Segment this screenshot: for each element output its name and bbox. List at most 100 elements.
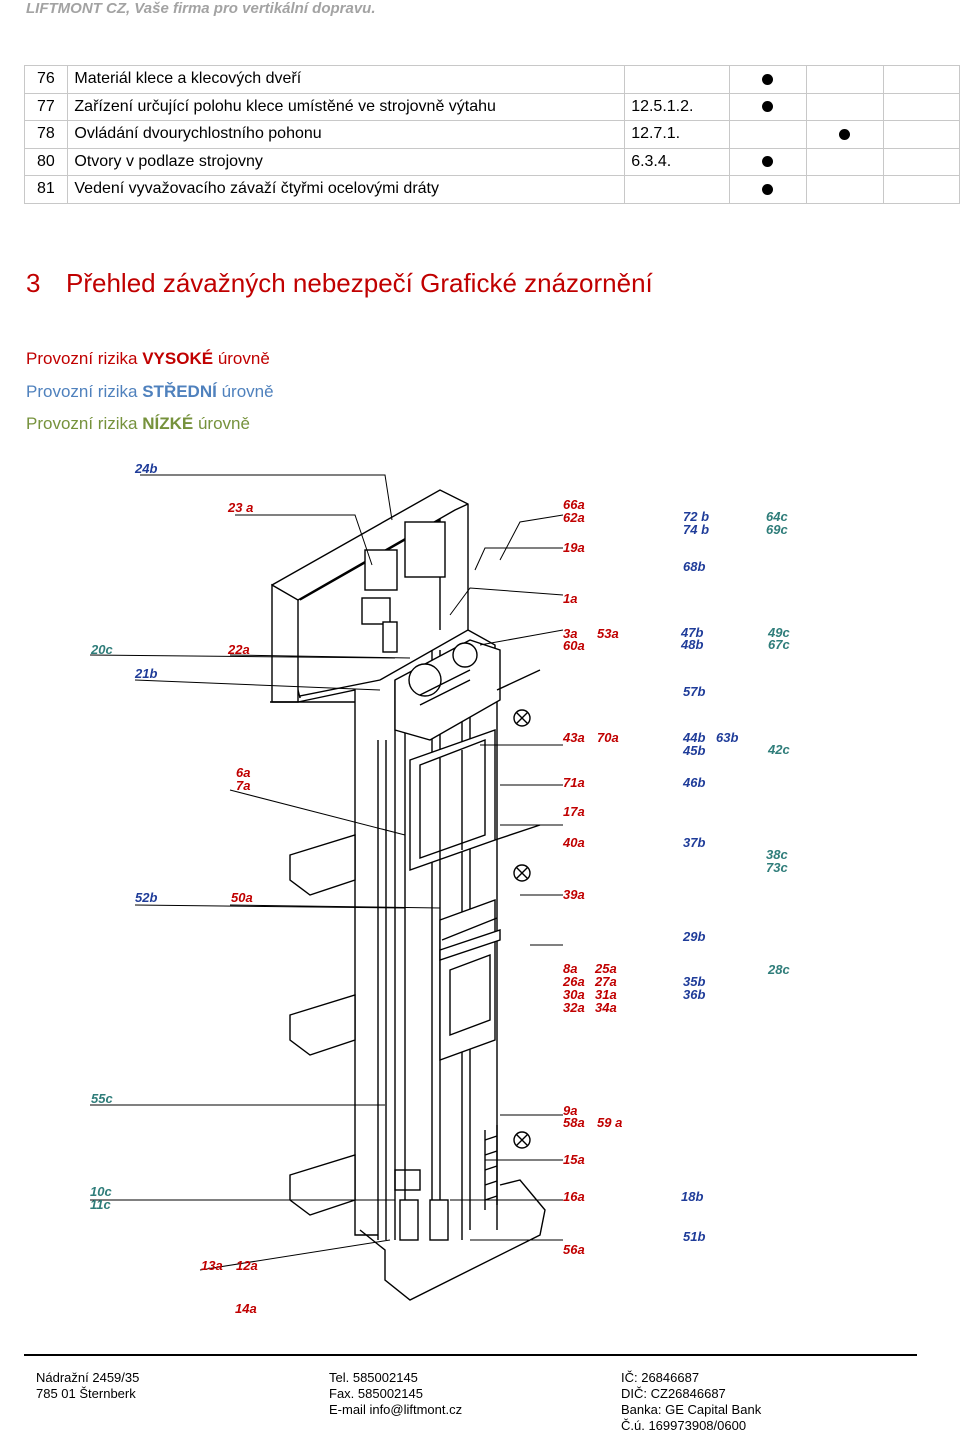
label-40a: 40a [562, 835, 585, 850]
row-description: Otvory v podlaze strojovny [67, 147, 626, 176]
footer-tel: Tel. 585002145 [329, 1370, 418, 1385]
legend-high-level: VYSOKÉ [142, 349, 214, 368]
label-19a: 19a [563, 540, 585, 555]
footer-company-ids: IČ: 26846687 DIČ: CZ26846687 Banka: GE C… [621, 1370, 761, 1433]
legend-low-prefix: Provozní rizika [26, 414, 138, 433]
footer-email: E-mail info@liftmont.cz [329, 1402, 463, 1417]
label-23a: 23 a [227, 500, 253, 515]
label-32a: 32a [563, 1000, 585, 1015]
label-20c: 20c [90, 642, 113, 657]
row-description: Materiál klece a klecových dveří [67, 65, 626, 94]
legend-low: Provozní rizika NÍZKÉ úrovně [26, 414, 250, 434]
mark-cell-1 [728, 147, 807, 176]
label-64c: 64c [766, 509, 788, 524]
row-number: 76 [23, 65, 69, 94]
label-57b: 57b [683, 684, 705, 699]
label-1a: 1a [563, 591, 577, 606]
label-6a: 6a [236, 765, 250, 780]
legend-high-prefix: Provozní rizika [26, 349, 138, 368]
label-48b: 48b [680, 637, 703, 652]
legend-low-suffix: úrovně [197, 414, 250, 433]
legend-mid: Provozní rizika STŘEDNÍ úrovně [26, 382, 274, 402]
label-50a: 50a [231, 890, 253, 905]
label-35b: 35b [683, 974, 705, 989]
label-43a: 43a [562, 730, 585, 745]
mark-cell-3 [882, 92, 960, 121]
row-number: 80 [23, 147, 69, 176]
label-44b: 44b [682, 730, 705, 745]
mark-cell-2 [805, 147, 884, 176]
row-reference: 12.7.1. [624, 120, 730, 149]
label-55c: 55c [91, 1091, 113, 1106]
label-28c: 28c [767, 962, 790, 977]
mark-cell-2 [805, 120, 884, 149]
document-header: LIFTMONT CZ, Vaše firma pro vertikální d… [26, 0, 376, 17]
row-description: Ovládání dvourychlostního pohonu [67, 120, 626, 149]
label-34a: 34a [595, 1000, 617, 1015]
legend-low-level: NÍZKÉ [142, 414, 194, 433]
label-18b: 18b [681, 1189, 703, 1204]
label-21b: 21b [134, 666, 157, 681]
label-27a: 27a [594, 974, 617, 989]
mark-cell-2 [805, 92, 884, 121]
row-reference [624, 65, 730, 94]
label-16a: 16a [563, 1189, 585, 1204]
legend-high: Provozní rizika VYSOKÉ úrovně [26, 349, 270, 369]
label-73c: 73c [766, 860, 788, 875]
label-46b: 46b [682, 775, 705, 790]
label-51b: 51b [683, 1229, 705, 1244]
row-number: 78 [23, 120, 69, 149]
label-60a: 60a [563, 638, 585, 653]
label-3a: 3a [563, 626, 577, 641]
label-39a: 39a [563, 887, 585, 902]
label-74b: 74 b [683, 522, 709, 537]
footer-contact: Tel. 585002145 Fax. 585002145 E-mail inf… [329, 1370, 462, 1418]
label-58a: 58a [563, 1115, 585, 1130]
bullet-icon [762, 73, 774, 85]
mark-cell-3 [882, 120, 960, 149]
mark-cell-1 [728, 175, 807, 204]
mark-cell-1 [728, 120, 807, 149]
label-71a: 71a [563, 775, 585, 790]
row-description: Zařízení určující polohu klece umístěné … [67, 92, 626, 121]
label-47b: 47b [680, 625, 703, 640]
label-12a: 12a [236, 1258, 258, 1273]
label-22a: 22a [227, 642, 250, 657]
row-reference [624, 175, 730, 204]
legend-mid-level: STŘEDNÍ [142, 382, 217, 401]
shaft-drawing [270, 489, 546, 1301]
label-66a: 66a [563, 497, 585, 512]
row-number: 77 [23, 92, 69, 121]
mark-cell-1 [728, 92, 807, 121]
label-13a: 13a [201, 1258, 223, 1273]
label-38c: 38c [766, 847, 788, 862]
label-68b: 68b [683, 559, 705, 574]
label-25a: 25a [594, 961, 617, 976]
footer-street: Nádražní 2459/35 [36, 1370, 140, 1385]
label-67c: 67c [768, 637, 790, 652]
mark-cell-2 [805, 175, 884, 204]
label-69c: 69c [766, 522, 788, 537]
footer-city: 785 01 Šternberk [36, 1386, 136, 1401]
mark-cell-3 [882, 147, 960, 176]
label-53a: 53a [597, 626, 619, 641]
label-31a: 31a [595, 987, 617, 1002]
footer-account: Č.ú. 169973908/0600 [621, 1418, 747, 1433]
elevator-shaft-diagram: 24b 23 a 66a 62a 19a 72 b 74 b 68b 64c 6… [89, 461, 790, 1316]
section-title: Přehled závažných nebezpečí Grafické zná… [66, 268, 653, 298]
label-62a: 62a [563, 510, 585, 525]
label-70a: 70a [597, 730, 619, 745]
label-56a: 56a [563, 1242, 585, 1257]
label-42c: 42c [767, 742, 790, 757]
mark-cell-2 [805, 65, 884, 94]
label-9a: 9a [563, 1103, 577, 1118]
legend-mid-suffix: úrovně [221, 382, 274, 401]
footer-ic: IČ: 26846687 [621, 1370, 700, 1385]
row-number: 81 [23, 175, 69, 204]
row-reference: 6.3.4. [624, 147, 730, 176]
